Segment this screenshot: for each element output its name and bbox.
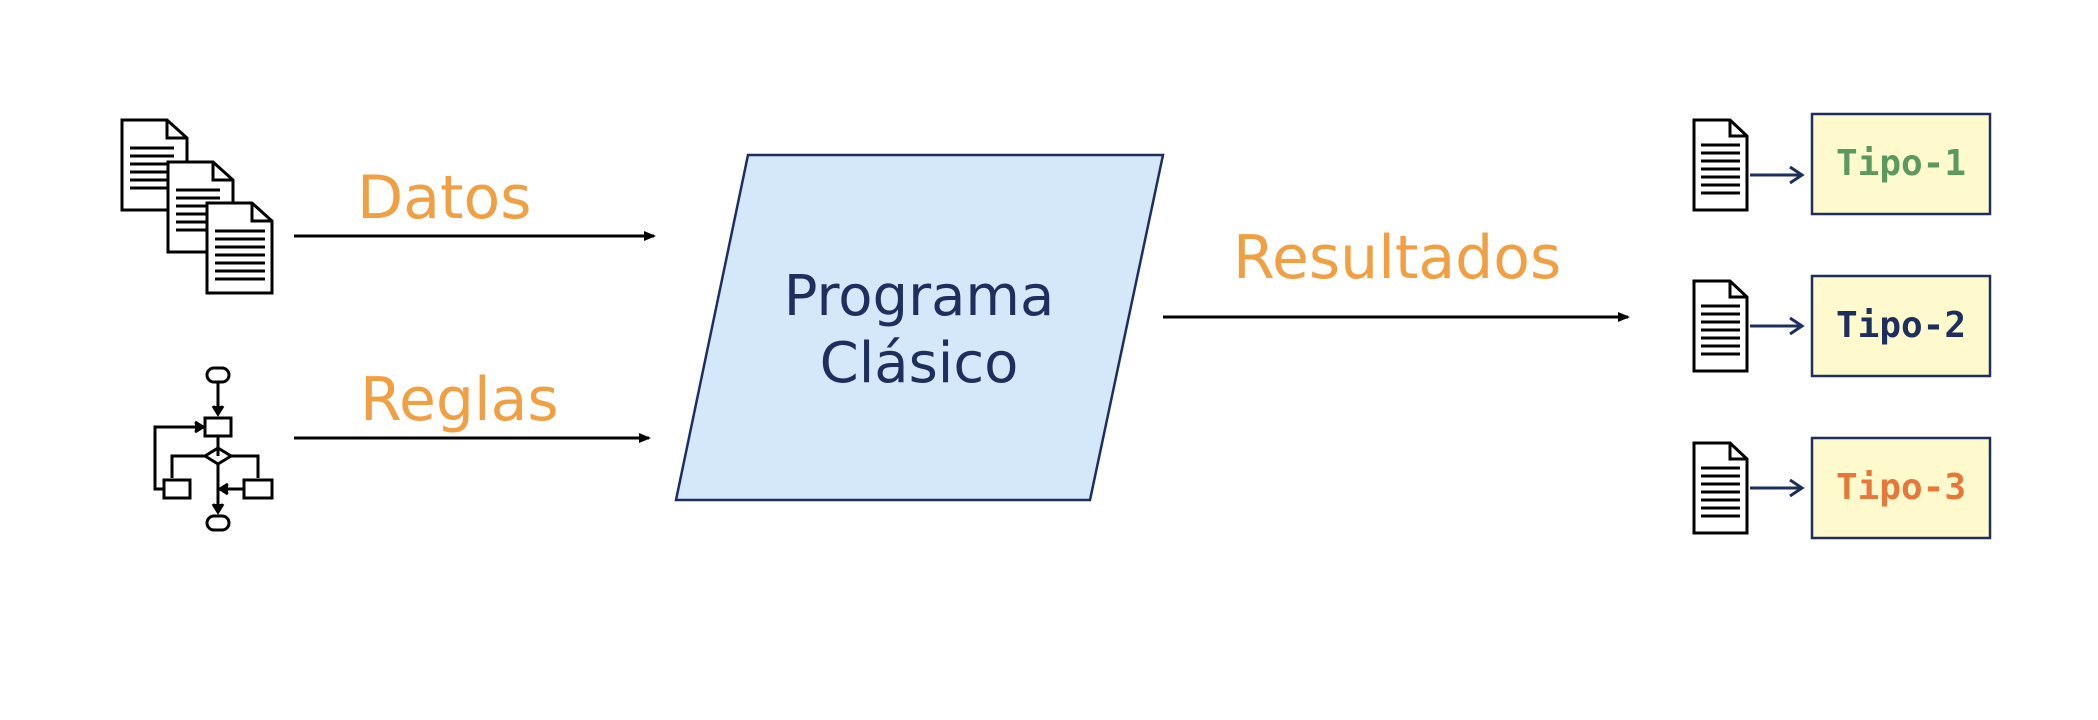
type-row-3: Tipo-3 <box>1692 436 1992 540</box>
type-label-2: Tipo-2 <box>1836 305 1966 346</box>
type-label-3: Tipo-3 <box>1836 467 1966 508</box>
program-box <box>674 153 1165 502</box>
type-label-1: Tipo-1 <box>1836 143 1966 184</box>
type-box-1 <box>1810 112 1992 216</box>
type-box-3 <box>1810 436 1992 540</box>
small-arrow <box>1750 478 1805 498</box>
program-line1: Programa <box>784 264 1055 329</box>
document-icon <box>1692 441 1749 535</box>
small-arrow <box>1750 316 1805 336</box>
type-row-2: Tipo-2 <box>1692 274 1992 378</box>
small-arrow <box>1750 165 1805 185</box>
type-box-2 <box>1810 274 1992 378</box>
type-row-1: Tipo-1 <box>1692 112 1992 216</box>
document-icon <box>1692 279 1749 373</box>
document-icon <box>1692 118 1749 212</box>
reglas-label: Reglas <box>360 365 559 435</box>
datos-label: Datos <box>357 163 531 233</box>
flowchart-icon <box>153 366 274 532</box>
stacked-documents-icon <box>120 118 274 295</box>
program-line2: Clásico <box>820 331 1019 396</box>
resultados-label: Resultados <box>1233 223 1561 293</box>
